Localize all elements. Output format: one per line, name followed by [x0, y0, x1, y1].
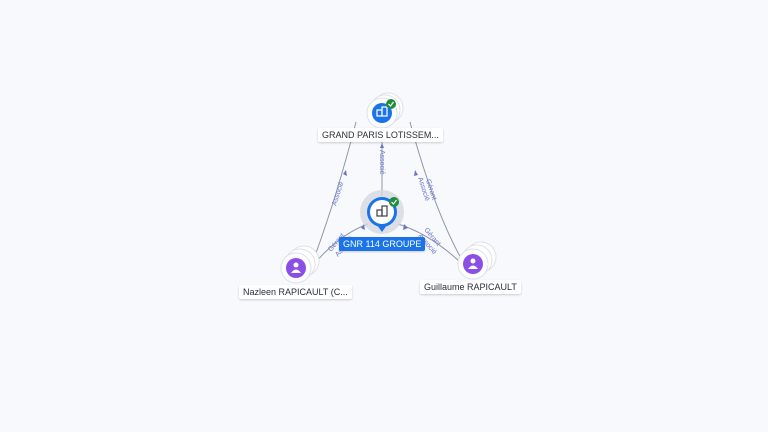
node-label-top-company[interactable]: GRAND PARIS LOTISSEM... [318, 128, 443, 142]
node-label-center-company[interactable]: GNR 114 GROUPE [339, 237, 426, 251]
building-icon [376, 106, 388, 117]
edge-arrow [361, 224, 365, 230]
edge-arrow [414, 170, 418, 176]
node-center-company[interactable] [360, 190, 404, 234]
node-label-person-right[interactable]: Guillaume RAPICAULT [420, 280, 521, 294]
person-icon [468, 258, 478, 269]
node-top-company[interactable] [366, 92, 404, 129]
node-person-left[interactable] [280, 245, 320, 284]
building-icon [376, 205, 388, 217]
edge-label-left-top: Associé [331, 181, 345, 207]
node-label-person-left[interactable]: Nazleen RAPICAULT (C... [239, 285, 352, 299]
verified-check-icon [389, 197, 399, 207]
edge-arrow [403, 224, 408, 230]
edge-arrow [343, 170, 347, 176]
node-person-right[interactable] [457, 241, 497, 280]
edge-arrow [380, 143, 384, 148]
edge-label-top-center: Associé [378, 150, 385, 175]
verified-check-icon [386, 99, 396, 109]
person-icon [291, 262, 301, 273]
